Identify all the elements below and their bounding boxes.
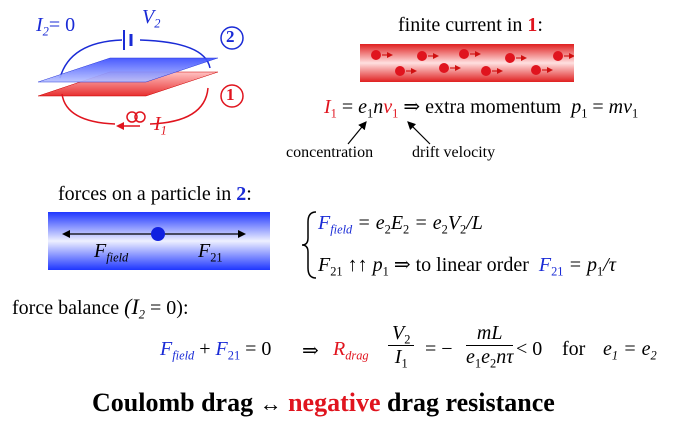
field-force-equation: Ffield = e2E2 = e2V2/L [318,212,483,237]
electron-dot [371,50,381,60]
electron-dot [505,53,515,63]
fraction-denominator: e1e2nτ [466,346,514,371]
fraction-denominator: I1 [394,346,408,371]
label-F21: F21 [198,240,223,265]
electron-dot [481,66,491,76]
force-balance-title: force balance (I2 = 0): [12,294,189,322]
field-force-arrowhead [62,230,70,238]
finite-current-title: finite current in 1: [398,14,543,36]
layer1-wire-right [149,87,209,125]
fraction-numerator: mL [466,322,514,346]
current-arrow-head [116,122,124,130]
concentration-arrow [347,121,367,145]
drift-velocity-arrow [407,121,431,145]
drift-velocity-label: drift velocity [412,144,496,161]
electron-dot [395,66,405,76]
layer1-number-circle [220,84,244,108]
layer2-number-circle [220,26,244,50]
electron-dot [459,49,469,59]
annotation-arrows [347,121,431,145]
current-equation: I1 = e1nv1 ⇒ extra momentum p1 = mv1 [324,96,639,121]
brace-icon [301,211,317,279]
electron-dot [439,63,449,73]
electron-dot [553,51,563,61]
ratio-V2-I1: V2 I1 [388,322,415,371]
drag-force-equation: F21 ↑↑ p1 ⇒ to linear order F21 = p1/τ [318,254,616,279]
implies-symbol: ⇒ [302,340,319,362]
label-I1: I1 [154,113,167,138]
tube-background [360,44,574,82]
equals-minus: = − [425,338,453,360]
ratio-mL-e1e2ntau: mL e1e2nτ [466,322,514,371]
layer2-wire-left [59,39,123,79]
concentration-label: concentration [286,144,374,161]
force-tube-layer2 [48,212,270,270]
force-balance-equation: Ffield + F21 = 0 [160,338,272,363]
layer2-sheet [37,57,219,83]
current-tube-layer1 [360,44,574,82]
tube-particles [371,49,574,76]
layer2-number: 2 [226,27,235,46]
bilayer-setup-diagram [37,26,244,130]
layer2-wire-right [139,39,211,69]
current-source-circle-b [134,111,146,123]
tube-background [48,212,270,270]
drag-resistance-symbol: Rdrag [333,338,369,363]
layer1-number: 1 [226,85,235,104]
less-than-zero: < 0 [516,338,543,360]
label-V2: V2 [142,6,161,31]
for-text: for [562,338,586,360]
label-I2-zero: VI2= 0 [36,14,76,39]
footer-conclusion: Coulomb drag ↔ negative drag resistance [92,388,555,417]
electron-dot [531,65,541,75]
layer1-wire-left [61,93,116,125]
charge-condition: e1 = e2 [603,338,657,363]
current-source-circle-a [126,111,138,123]
particle [151,227,165,241]
forces-title: forces on a particle in 2: [58,183,252,205]
drag-force-arrowhead [238,230,246,238]
fraction-numerator: V2 [388,322,415,346]
label-F-field: Ffield [94,240,129,265]
electron-dot [417,51,427,61]
